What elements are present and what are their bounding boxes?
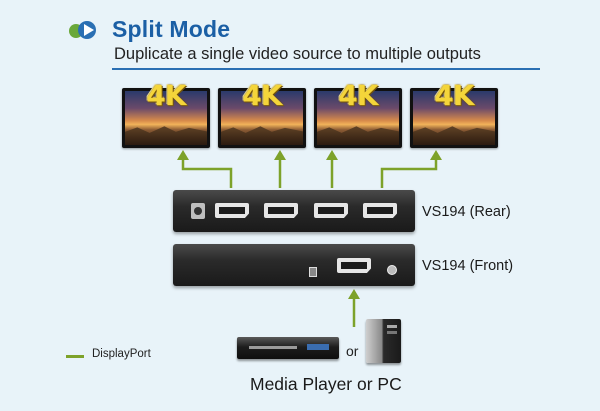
front-panel-label: VS194 (Front) — [422, 258, 514, 274]
displayport-output-1 — [215, 203, 249, 218]
rear-panel-label: VS194 (Rear) — [422, 204, 511, 220]
monitor-4: 4K — [410, 79, 498, 148]
displayport-input — [337, 258, 371, 273]
4k-badge: 4K — [146, 79, 186, 112]
arrow-up-icon — [177, 150, 189, 160]
or-text: or — [346, 343, 359, 359]
arrow-up-icon — [326, 150, 338, 160]
4k-badge: 4K — [338, 79, 378, 112]
header-divider — [112, 68, 540, 70]
monitor-screen — [125, 91, 207, 145]
monitor-2: 4K — [218, 79, 306, 148]
pc-tower-icon — [366, 319, 401, 363]
arrow-up-icon — [274, 150, 286, 160]
connection-line-monitor-1 — [181, 158, 233, 188]
vs194-rear-panel — [173, 190, 415, 232]
monitor-3: 4K — [314, 79, 402, 148]
displayport-output-2 — [264, 203, 298, 218]
mode-switch-icon — [309, 267, 317, 277]
monitor-screen — [317, 91, 399, 145]
monitor-screen — [221, 91, 303, 145]
legend-label: DisplayPort — [92, 348, 151, 360]
displayport-output-4 — [363, 203, 397, 218]
source-label: Media Player or PC — [250, 374, 402, 394]
vs194-front-panel — [173, 244, 415, 286]
monitor-1: 4K — [122, 79, 210, 148]
connection-line-monitor-4 — [380, 158, 438, 188]
4k-badge: 4K — [242, 79, 282, 112]
power-jack-icon — [191, 203, 205, 219]
arrow-up-icon — [348, 289, 360, 299]
legend-line-icon — [66, 355, 84, 358]
media-player-icon — [237, 337, 339, 359]
arrow-up-icon — [430, 150, 442, 160]
page-title: Split Mode — [112, 16, 231, 42]
arrow-bullet-icon — [69, 21, 96, 39]
4k-badge: 4K — [434, 79, 474, 112]
status-led-icon — [387, 265, 397, 275]
page-subtitle: Duplicate a single video source to multi… — [114, 45, 481, 63]
monitor-screen — [413, 91, 495, 145]
displayport-output-3 — [314, 203, 348, 218]
